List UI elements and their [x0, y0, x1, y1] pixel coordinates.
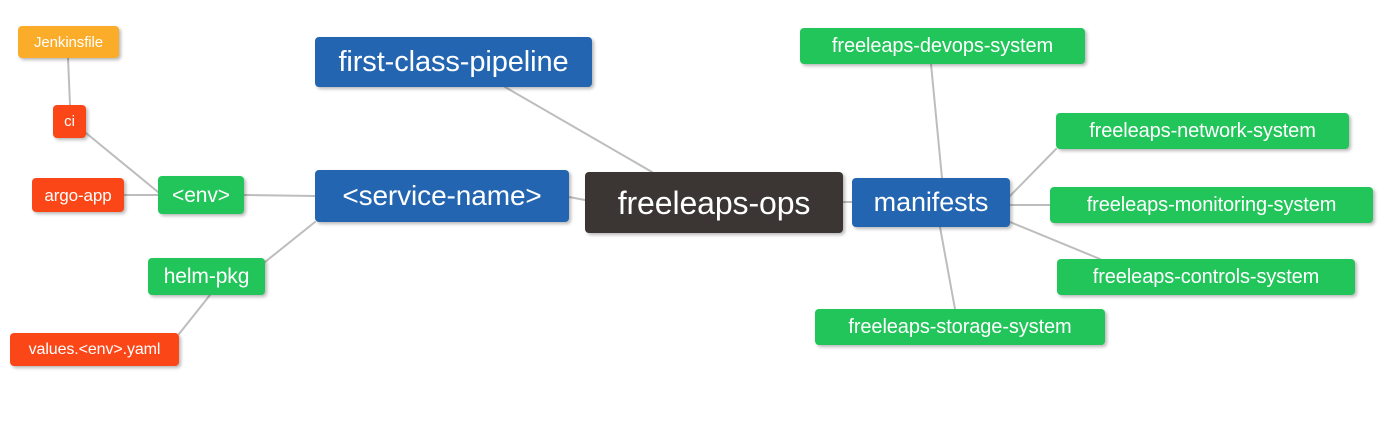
mindmap-node-freeleaps-network-system[interactable]: freeleaps-network-system	[1056, 113, 1349, 149]
mindmap-node-env[interactable]: <env>	[158, 176, 244, 214]
mindmap-node-label-freeleaps-monitoring-system: freeleaps-monitoring-system	[1086, 194, 1337, 216]
mindmap-node-freeleaps-monitoring-system[interactable]: freeleaps-monitoring-system	[1050, 187, 1373, 223]
mindmap-edge-manifests-to-freeleaps-storage-system	[939, 226, 956, 310]
mindmap-node-freeleaps-controls-system[interactable]: freeleaps-controls-system	[1057, 259, 1355, 295]
mindmap-node-label-argo-app: argo-app	[44, 185, 112, 205]
mindmap-edge-jenkinsfile-to-ci	[67, 57, 71, 106]
mindmap-node-label-freeleaps-ops: freeleaps-ops	[617, 184, 811, 221]
mindmap-edge-helm-pkg-to-values-yaml	[178, 294, 211, 335]
mindmap-node-label-freeleaps-network-system: freeleaps-network-system	[1089, 120, 1316, 142]
mindmap-edge-manifests-to-freeleaps-devops-system	[930, 63, 943, 179]
mindmap-edge-manifests-to-freeleaps-network-system	[1009, 148, 1057, 197]
mindmap-node-values-yaml[interactable]: values.<env>.yaml	[10, 333, 179, 366]
mindmap-edge-manifests-to-freeleaps-controls-system	[1009, 221, 1101, 260]
mindmap-node-label-freeleaps-devops-system: freeleaps-devops-system	[831, 35, 1054, 57]
mindmap-edge-first-class-pipeline-to-freeleaps-ops	[504, 86, 653, 173]
mindmap-node-freeleaps-ops[interactable]: freeleaps-ops	[585, 172, 843, 233]
mindmap-edge-service-name-to-helm-pkg	[264, 221, 316, 263]
mindmap-node-ci[interactable]: ci	[53, 105, 86, 138]
mindmap-node-label-freeleaps-controls-system: freeleaps-controls-system	[1092, 266, 1320, 288]
mindmap-node-manifests[interactable]: manifests	[852, 178, 1010, 227]
mindmap-node-label-env: <env>	[172, 183, 230, 207]
mindmap-node-freeleaps-devops-system[interactable]: freeleaps-devops-system	[800, 28, 1085, 64]
mindmap-edge-service-name-to-freeleaps-ops	[568, 196, 586, 201]
mindmap-node-first-class-pipeline[interactable]: first-class-pipeline	[315, 37, 592, 87]
mindmap-node-label-manifests: manifests	[873, 187, 989, 217]
mindmap-node-freeleaps-storage-system[interactable]: freeleaps-storage-system	[815, 309, 1105, 345]
mindmap-node-label-values-yaml: values.<env>.yaml	[28, 340, 161, 358]
mindmap-node-service-name[interactable]: <service-name>	[315, 170, 569, 222]
mindmap-node-label-jenkinsfile: Jenkinsfile	[34, 33, 103, 51]
mindmap-node-label-first-class-pipeline: first-class-pipeline	[338, 45, 569, 78]
mindmap-node-label-service-name: <service-name>	[342, 180, 542, 211]
mindmap-node-label-ci: ci	[64, 113, 75, 130]
mindmap-node-helm-pkg[interactable]: helm-pkg	[148, 258, 265, 295]
mindmap-node-argo-app[interactable]: argo-app	[32, 178, 124, 212]
mindmap-edge-env-to-service-name	[243, 194, 316, 197]
mindmap-node-jenkinsfile[interactable]: Jenkinsfile	[18, 26, 119, 58]
mindmap-node-label-helm-pkg: helm-pkg	[163, 265, 250, 288]
mindmap-node-label-freeleaps-storage-system: freeleaps-storage-system	[848, 316, 1072, 338]
